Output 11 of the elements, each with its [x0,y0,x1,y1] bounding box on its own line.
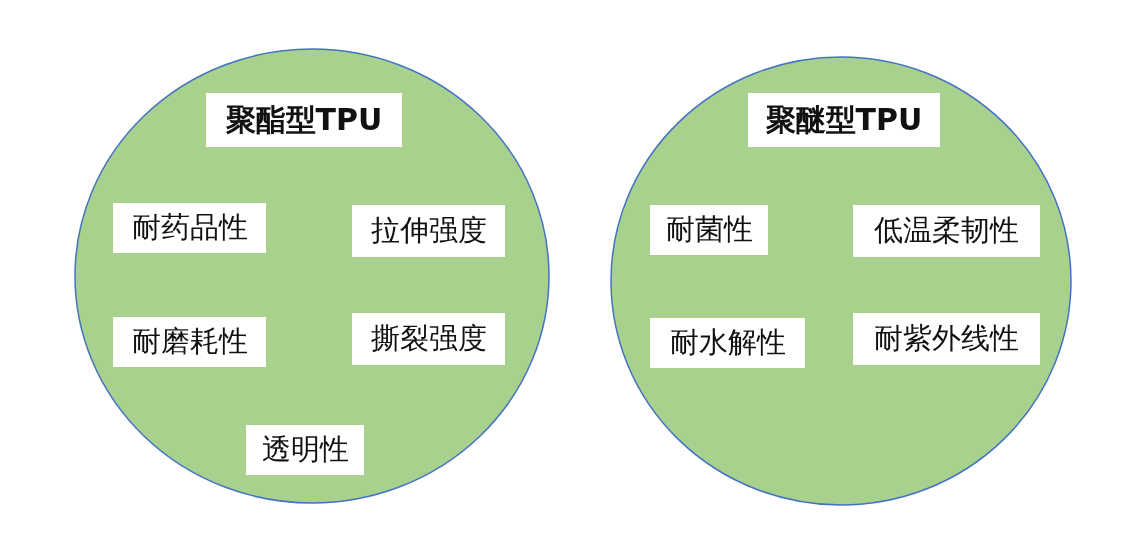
property-label: 耐水解性 [650,318,805,368]
property-label: 耐紫外线性 [853,313,1040,365]
property-label: 低温柔韧性 [853,205,1040,257]
property-label: 透明性 [246,425,364,475]
property-label: 撕裂强度 [352,313,505,365]
property-label: 耐磨耗性 [113,317,266,367]
title-label: 聚醚型TPU [748,93,940,147]
title-label: 聚酯型TPU [206,93,402,147]
property-label: 耐菌性 [650,205,768,255]
property-label: 拉伸强度 [352,205,505,257]
property-label: 耐药品性 [113,203,266,253]
